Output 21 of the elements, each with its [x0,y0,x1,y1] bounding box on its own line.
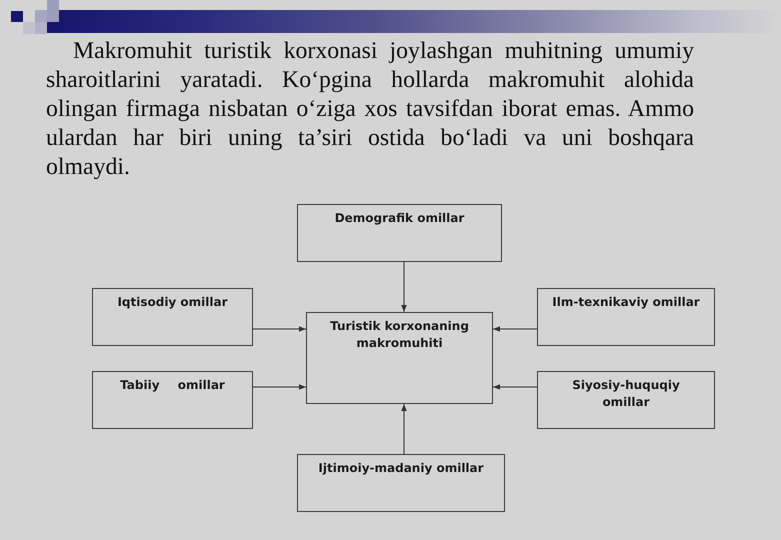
factor-box [297,204,502,262]
box-label: Iqtisodiy omillar [117,294,228,311]
arrow [492,326,538,332]
factor-box [297,454,505,512]
box-label: Ilm-texnikaviy omillar [552,294,700,311]
box-label: Turistik korxonaning makromuhiti [329,318,470,352]
arrow [252,326,306,332]
body-paragraph: Makromuhit turistik korxonasi joylashgan muhitning umumiy sharoitlarini yaratadi. Ko‘pgina hollarda makromuhit alohida olingan firmaga nisbatan o‘ziga xos tavsifdan iborat emas. Ammo ulardan har biri uning ta’siri ostida bo‘ladi va uni boshqara olmaydi. [46,37,694,182]
box-label: Ijtimoiy-madaniy omillar [318,460,484,477]
arrow [252,384,306,390]
box-label: Tabiiy omillar [120,377,225,394]
arrow [492,384,538,390]
box-label: Siyosiy-huquqiy omillar [571,377,681,411]
factor-box [537,371,715,429]
arrow [401,404,407,454]
factor-box [537,288,715,346]
arrow [401,262,407,312]
factor-box [92,288,253,346]
center-box [306,312,493,404]
factor-box [92,371,253,429]
box-label: Demografik omillar [334,210,464,227]
